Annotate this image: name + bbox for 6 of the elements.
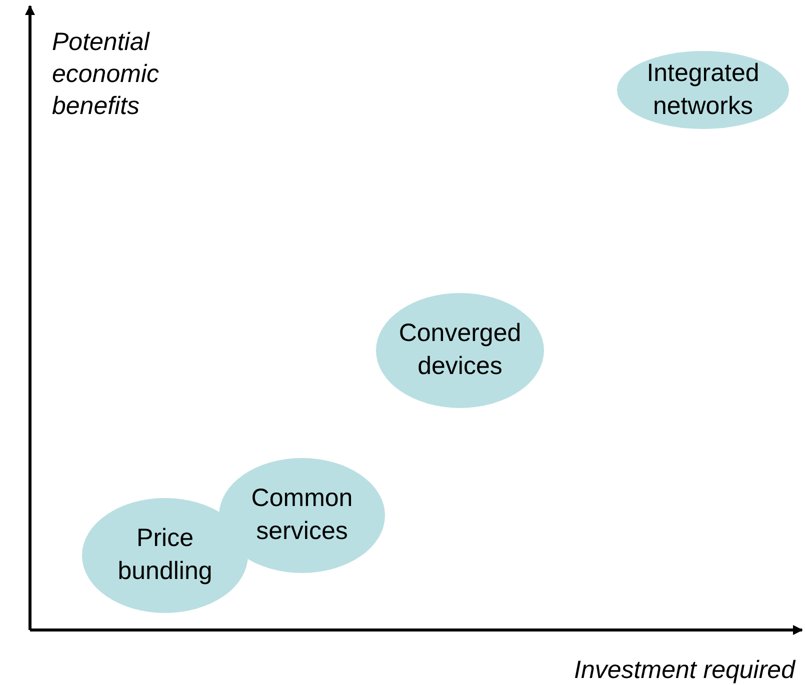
category-bubble: Converged devices — [376, 292, 544, 408]
category-bubble: Common services — [219, 458, 385, 572]
y-axis-title: Potential economic benefits — [52, 27, 160, 122]
category-bubble: Price bundling — [82, 498, 248, 612]
category-bubble: Integrated networks — [617, 51, 789, 129]
x-axis-title: Investment required — [573, 655, 795, 685]
